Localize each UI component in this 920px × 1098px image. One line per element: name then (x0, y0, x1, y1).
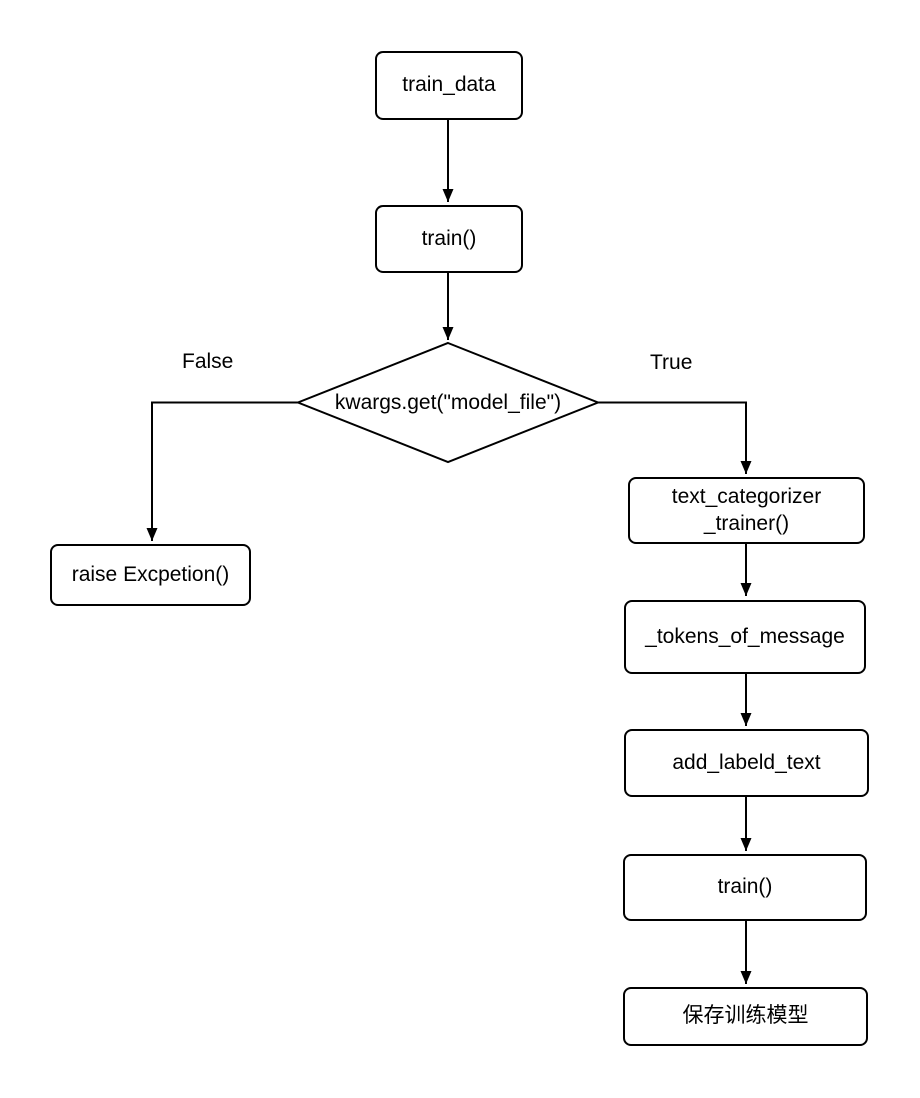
decision-diamond-shape (295, 341, 601, 464)
edge-decision-true-to-text-categorizer (598, 401, 752, 474)
node-add-labeld-text: add_labeld_text (624, 729, 869, 797)
edge-decision-false-to-raise-exception (146, 401, 298, 541)
node-train-2: train() (623, 854, 867, 921)
node-train-data: train_data (375, 51, 523, 120)
node-save-model: 保存训练模型 (623, 987, 868, 1046)
branch-label-true: True (650, 351, 693, 374)
node-train: train() (375, 205, 523, 273)
node-tokens-of-message: _tokens_of_message (624, 600, 866, 674)
node-decision-label: kwargs.get("model_file") (334, 390, 562, 414)
node-raise-exception: raise Excpetion() (50, 544, 251, 606)
node-text-categorizer-trainer: text_categorizer _trainer() (628, 477, 865, 544)
branch-label-false: False (182, 350, 234, 373)
